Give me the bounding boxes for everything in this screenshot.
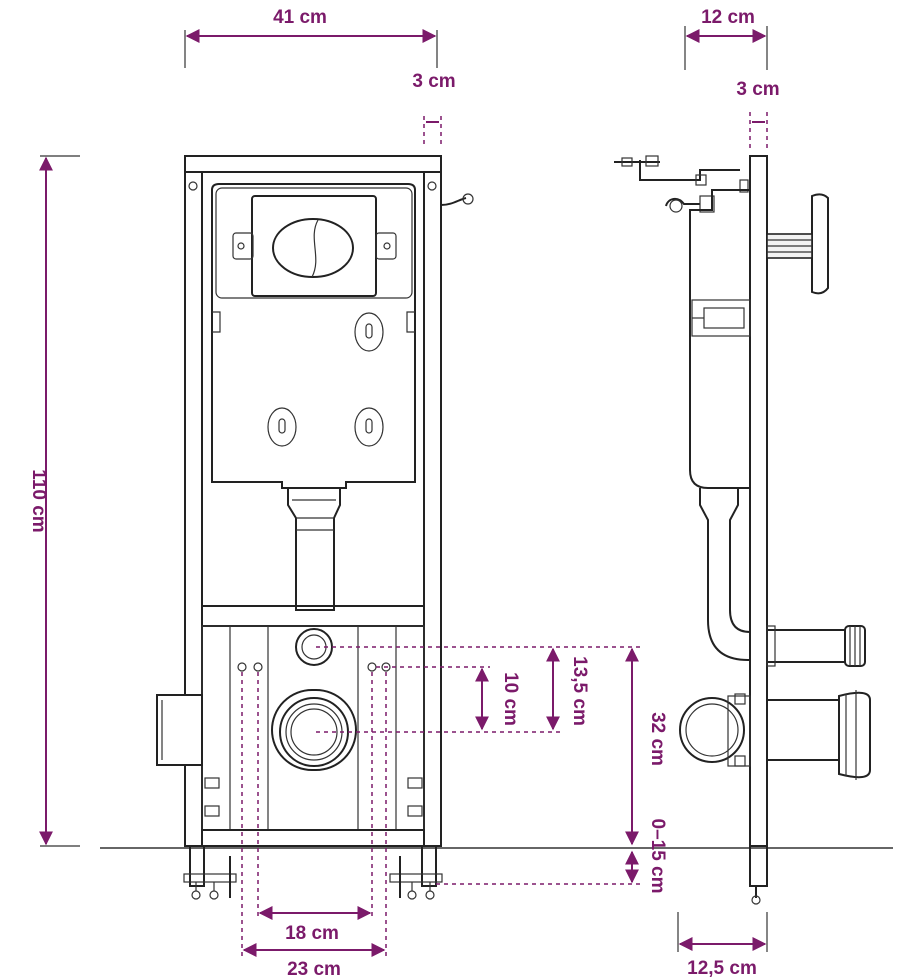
label-side-depth: 12 cm (701, 7, 755, 28)
side-drain-elbow (679, 697, 745, 763)
label-leg-adjust: 0–15 cm (647, 818, 668, 893)
flush-pipe (287, 487, 341, 611)
side-flush-pipe (699, 488, 751, 661)
side-frame (749, 155, 768, 847)
leg-left (189, 845, 205, 887)
side-flush-plate (811, 193, 829, 295)
label-height: 110 cm (28, 469, 49, 532)
label-outlet-offset-small: 10 cm (500, 672, 521, 726)
side-cistern (689, 189, 751, 489)
side-view (614, 155, 871, 905)
front-view (156, 155, 474, 900)
side-drain-pipe (766, 699, 840, 761)
leg-right (421, 845, 437, 887)
drain-outlet (271, 689, 357, 771)
water-inlet (440, 197, 467, 206)
label-bolt-spacing-inner: 18 cm (285, 923, 339, 944)
fill-valve (614, 160, 740, 181)
cistern (211, 183, 416, 489)
flush-plate (251, 195, 377, 297)
flush-button (272, 218, 354, 278)
label-outlet-offset-large: 13,5 cm (569, 656, 590, 726)
flush-plate-opening (215, 187, 413, 299)
label-front-side-gap: 3 cm (412, 71, 455, 92)
side-water-pipe (766, 629, 846, 663)
label-outlet-height: 32 cm (647, 712, 668, 766)
dimension-lines (39, 26, 768, 957)
side-drain-stub (156, 694, 203, 766)
label-side-base-depth: 12,5 cm (687, 958, 757, 979)
label-side-gap: 3 cm (736, 79, 779, 100)
label-front-width: 41 cm (273, 7, 327, 28)
label-bolt-spacing-outer: 23 cm (287, 959, 341, 980)
